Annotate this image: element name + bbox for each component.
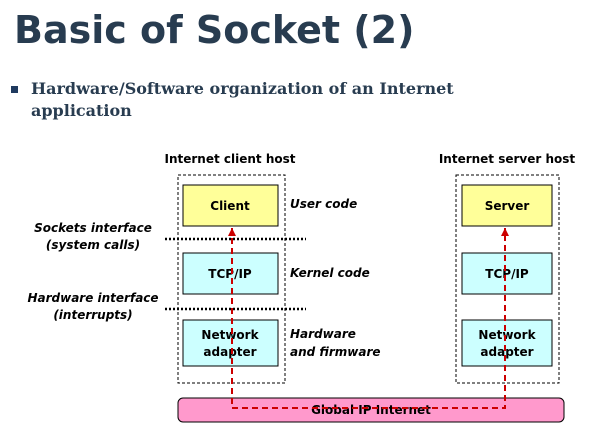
user-code-label: User code bbox=[290, 197, 357, 211]
global-internet-box bbox=[177, 397, 565, 423]
bullet-text: Hardware/Software organization of an Int… bbox=[31, 79, 454, 120]
client-app-box bbox=[182, 184, 279, 227]
kernel-code-label: Kernel code bbox=[290, 266, 370, 280]
hardware-firmware-label-line2: and firmware bbox=[290, 345, 381, 359]
sockets-interface-label-line2: (system calls) bbox=[46, 238, 140, 252]
slide-title: Basic of Socket (2) bbox=[14, 8, 415, 52]
server-host-label: Internet server host bbox=[439, 152, 576, 166]
server-arrowhead-icon bbox=[501, 228, 509, 236]
server-adapter-label-line1: Network bbox=[478, 328, 536, 342]
client-host-label: Internet client host bbox=[165, 152, 296, 166]
client-arrowhead-icon bbox=[228, 228, 236, 236]
server-adapter-box bbox=[461, 319, 553, 367]
client-app-label: Client bbox=[210, 199, 250, 213]
client-adapter-box bbox=[182, 319, 279, 367]
square-bullet-icon bbox=[11, 86, 18, 93]
data-flow-path bbox=[231, 228, 506, 409]
hardware-interface-label-line1: Hardware interface bbox=[27, 291, 158, 305]
client-adapter-label-line1: Network bbox=[201, 328, 259, 342]
sockets-interface-label-line1: Sockets interface bbox=[34, 221, 152, 235]
client-host-frame bbox=[177, 174, 286, 384]
server-app-label: Server bbox=[485, 199, 530, 213]
client-adapter-label-line2: adapter bbox=[203, 345, 256, 359]
client-tcpip-label: TCP/IP bbox=[208, 267, 252, 281]
hardware-firmware-label-line1: Hardware bbox=[290, 327, 356, 341]
server-host-frame bbox=[455, 174, 560, 384]
hardware-interface-label-line2: (interrupts) bbox=[53, 308, 132, 322]
server-tcpip-label: TCP/IP bbox=[485, 267, 529, 281]
server-adapter-label-line2: adapter bbox=[480, 345, 533, 359]
server-app-box bbox=[461, 184, 553, 227]
server-tcpip-box bbox=[461, 252, 553, 295]
global-internet-label: Global IP Internet bbox=[311, 403, 431, 417]
client-tcpip-box bbox=[182, 252, 279, 295]
